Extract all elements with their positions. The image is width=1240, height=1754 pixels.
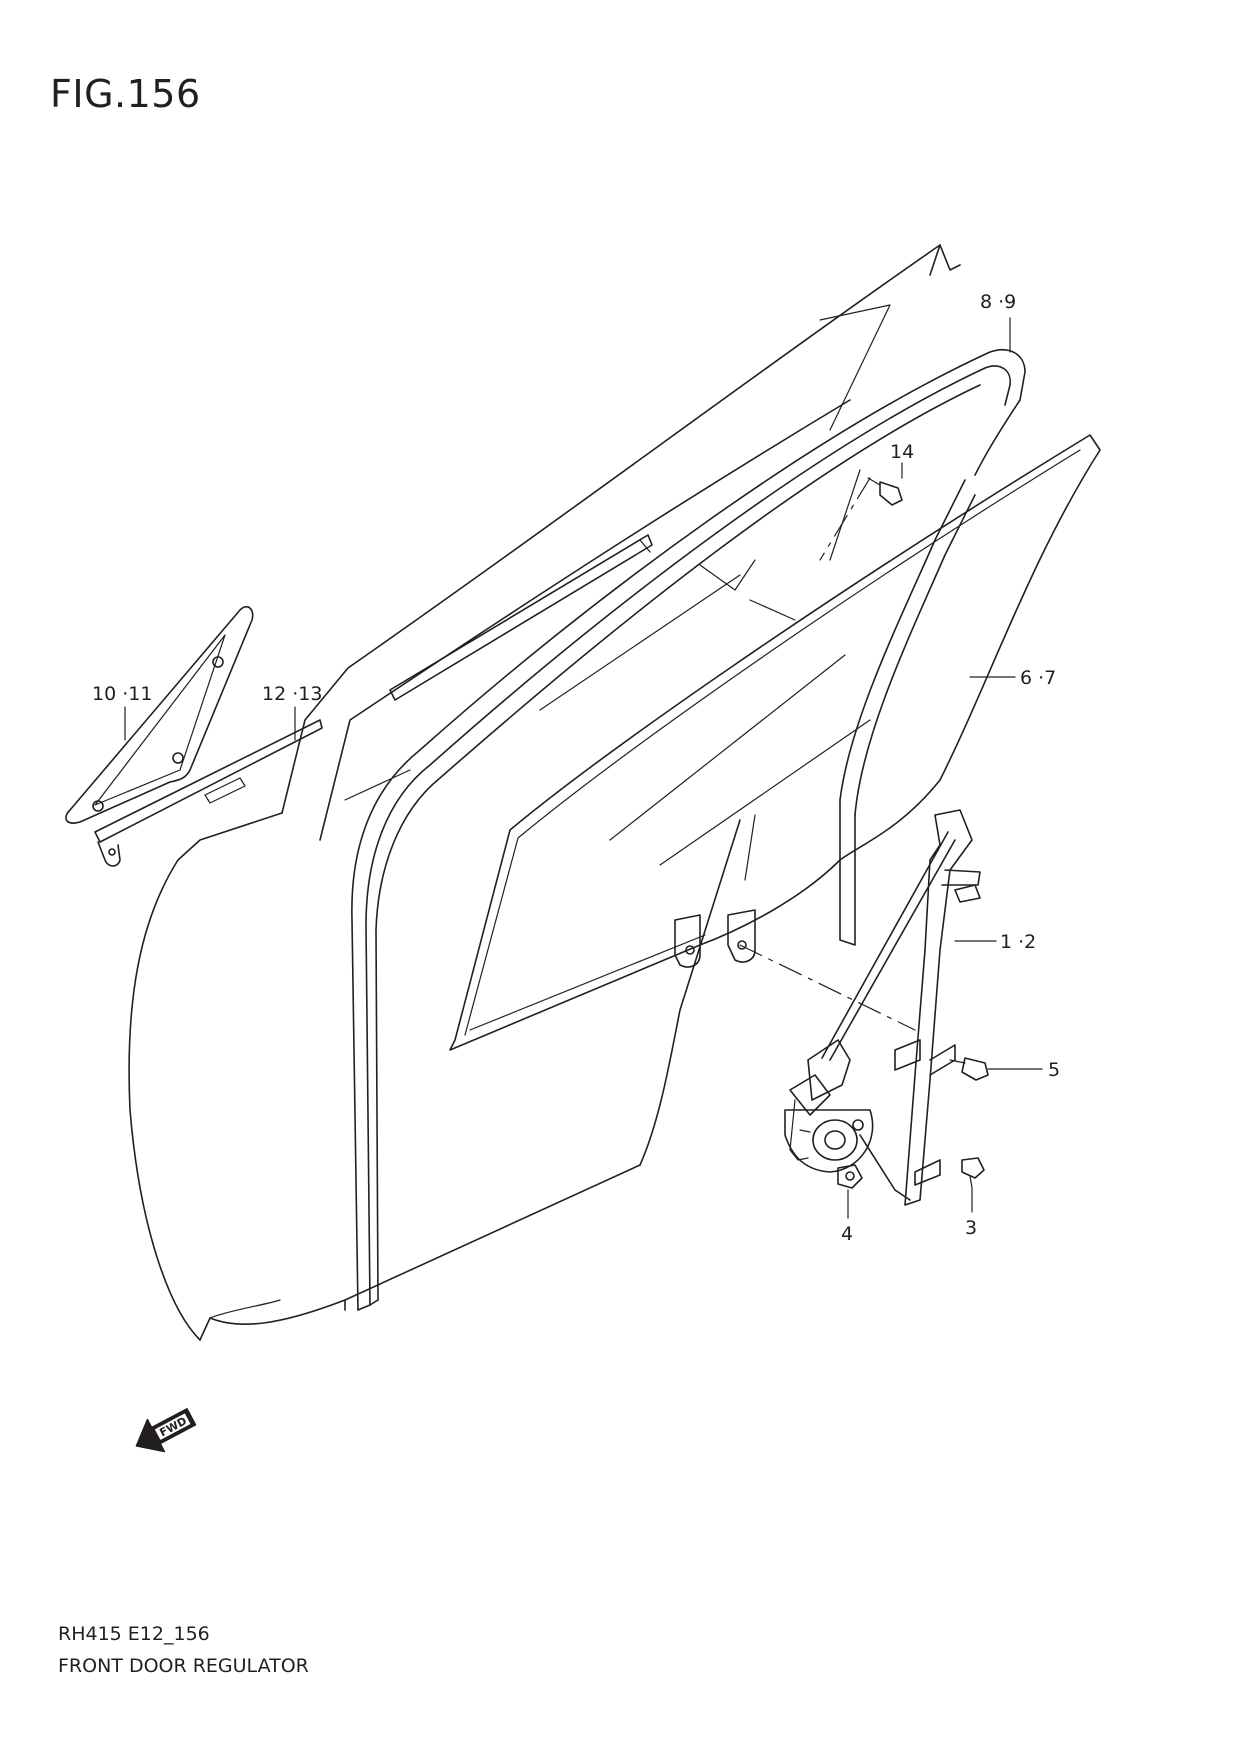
- fasteners: [837, 477, 989, 1189]
- leader-lines: [124, 317, 1043, 1219]
- door-panel: [128, 244, 961, 1341]
- belt-moulding: [94, 534, 653, 867]
- figure-code: RH415 E12_156: [58, 1623, 210, 1645]
- callout-3: 3: [965, 1217, 977, 1239]
- callout-14: 14: [890, 441, 914, 463]
- quarter-window-glass: [65, 605, 254, 824]
- assembly-line: [739, 944, 916, 1031]
- callout-10-11: 10 ·11: [92, 683, 152, 705]
- door-glass: [449, 434, 1101, 1051]
- callout-8-9: 8 ·9: [980, 291, 1016, 313]
- callout-12-13: 12 ·13: [262, 683, 322, 705]
- glass-run-channel: [351, 348, 1026, 1311]
- window-regulator: [784, 809, 981, 1206]
- assembly-line-14: [819, 477, 871, 561]
- figure-name: FRONT DOOR REGULATOR: [58, 1655, 309, 1677]
- callout-4: 4: [841, 1223, 853, 1245]
- fwd-arrow-icon: FWD: [135, 1408, 197, 1453]
- callout-6-7: 6 ·7: [1020, 667, 1056, 689]
- glass-brackets: [674, 909, 756, 968]
- callout-1-2: 1 ·2: [1000, 931, 1036, 953]
- callout-5: 5: [1048, 1059, 1060, 1081]
- figure-title: FIG.156: [50, 72, 201, 116]
